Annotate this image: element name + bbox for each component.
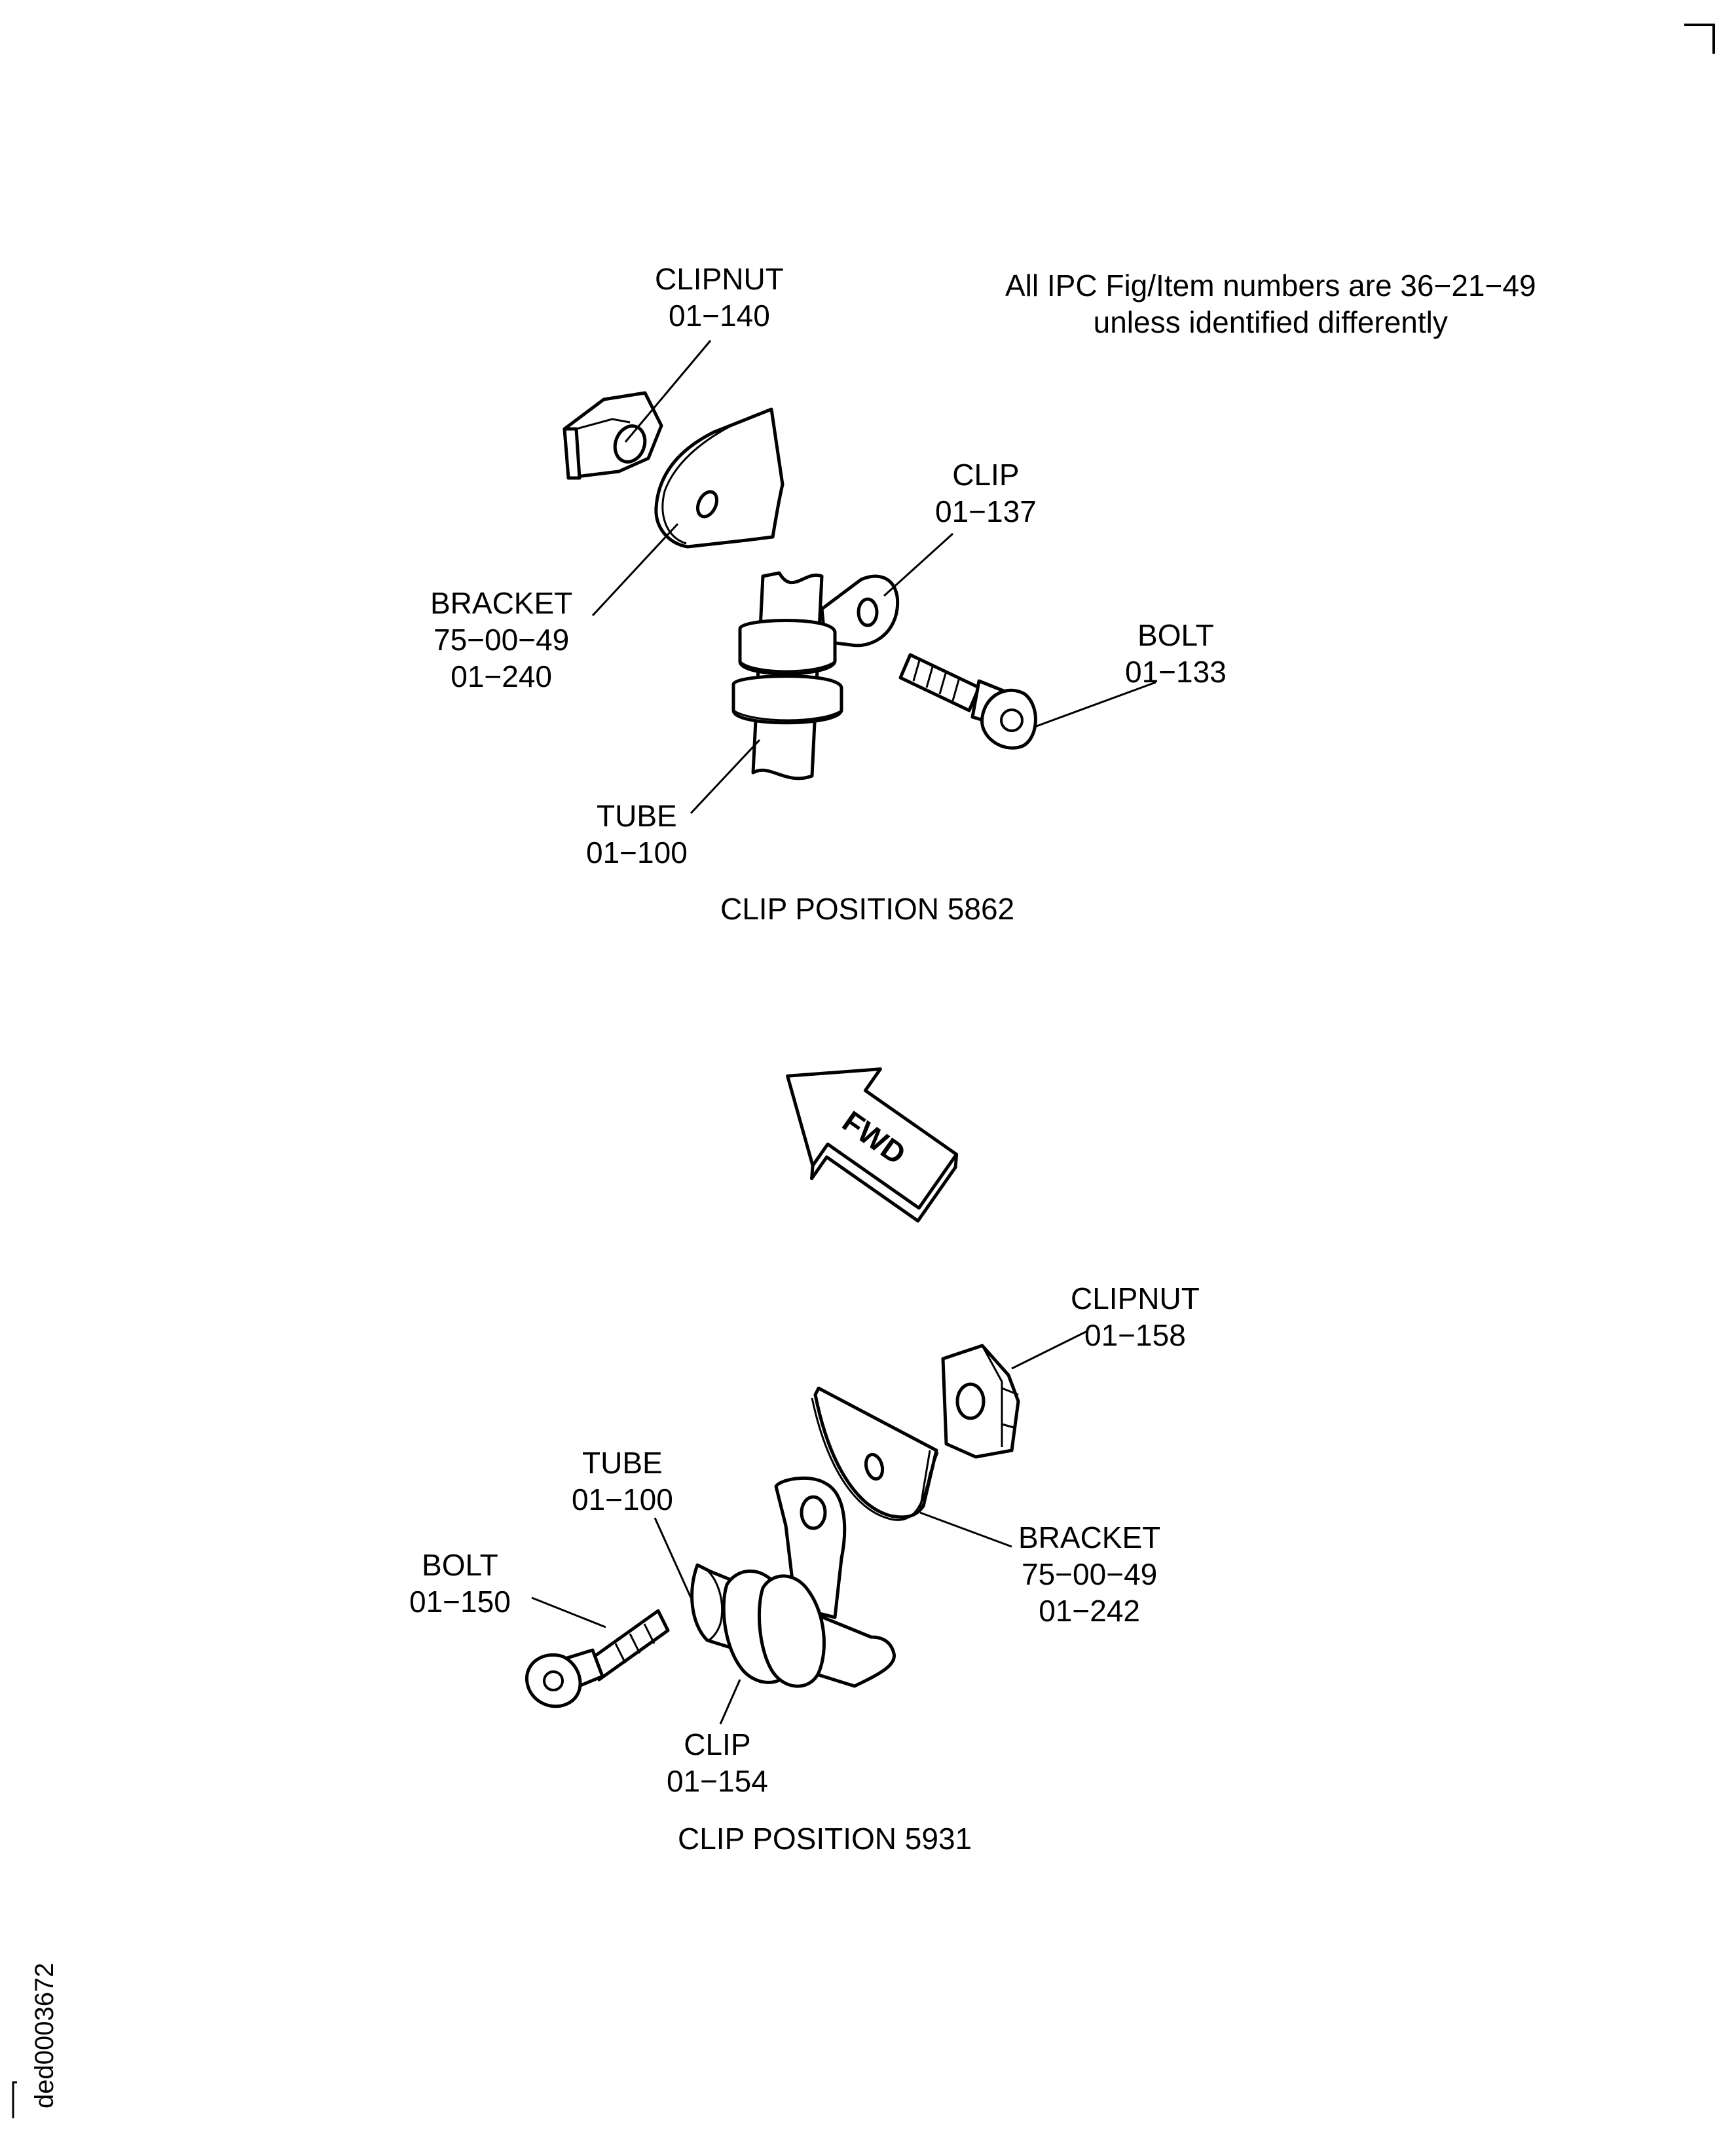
- leader-clip-bottom: [719, 1679, 741, 1725]
- bracket-bottom-ref: 75−00−49: [1022, 1557, 1158, 1591]
- leader-bracket-bottom: [919, 1511, 1012, 1548]
- clip-bottom-number: 01−154: [667, 1764, 768, 1798]
- bolt-top-name: BOLT: [1137, 618, 1214, 652]
- label-clip-bottom: CLIP 01−154: [667, 1726, 768, 1799]
- leader-tube-top: [690, 739, 761, 815]
- tube-bottom-number: 01−100: [572, 1482, 673, 1517]
- bolt-bottom-number: 01−150: [409, 1585, 511, 1619]
- leader-clip-top: [883, 532, 954, 597]
- bracket-bottom: [811, 1386, 939, 1521]
- leader-clipnut-top: [624, 340, 712, 443]
- bracket-bottom-name: BRACKET: [1018, 1520, 1161, 1555]
- tube-bottom-name: TUBE: [582, 1446, 663, 1480]
- clipnut-bottom-name: CLIPNUT: [1071, 1281, 1200, 1315]
- bolt-top: [898, 653, 1037, 750]
- clip-top: [731, 574, 900, 725]
- label-bolt-bottom: BOLT 01−150: [409, 1547, 511, 1620]
- clipnut-top-name: CLIPNUT: [655, 262, 784, 296]
- leader-bolt-bottom: [531, 1596, 606, 1628]
- ipc-note: All IPC Fig/Item numbers are 36−21−49 un…: [1005, 267, 1536, 340]
- tube-bottom: [690, 1563, 896, 1688]
- label-tube-bottom: TUBE 01−100: [572, 1444, 673, 1518]
- label-bracket-bottom: BRACKET 75−00−49 01−242: [1018, 1519, 1160, 1629]
- label-clipnut-bottom: CLIPNUT 01−158: [1071, 1280, 1200, 1353]
- tube-top-name: TUBE: [597, 799, 677, 833]
- document-id: ded0003672: [30, 1962, 59, 2108]
- clipnut-top-number: 01−140: [669, 299, 770, 333]
- doc-id-mark: [12, 2081, 17, 2118]
- bracket-top-number: 01−240: [451, 659, 553, 693]
- ipc-note-line2: unless identified differently: [1093, 305, 1448, 339]
- bolt-bottom-name: BOLT: [422, 1548, 498, 1582]
- clipnut-bottom: [941, 1344, 1020, 1459]
- clipnut-bottom-number: 01−158: [1084, 1318, 1186, 1352]
- leader-clipnut-bottom: [1011, 1330, 1088, 1370]
- crop-mark: [1684, 24, 1715, 54]
- label-tube-top: TUBE 01−100: [586, 798, 688, 871]
- clip-top-number: 01−137: [935, 494, 1037, 528]
- caption-bottom: CLIP POSITION 5931: [678, 1822, 972, 1856]
- clip-bottom-name: CLIP: [684, 1727, 751, 1761]
- bracket-top: [654, 407, 785, 549]
- fwd-arrow: FWD: [786, 1067, 959, 1223]
- label-bracket-top: BRACKET 75−00−49 01−240: [430, 585, 572, 695]
- leader-tube-bottom: [654, 1517, 692, 1598]
- bolt-bottom: [525, 1609, 670, 1708]
- tube-top-number: 01−100: [586, 836, 688, 870]
- leader-bracket-top: [591, 523, 679, 617]
- label-clipnut-top: CLIPNUT 01−140: [655, 261, 784, 334]
- caption-top: CLIP POSITION 5862: [720, 892, 1015, 926]
- bracket-bottom-number: 01−242: [1039, 1594, 1141, 1628]
- label-clip-top: CLIP 01−137: [935, 456, 1037, 530]
- clipnut-top: [563, 391, 663, 480]
- bolt-top-number: 01−133: [1125, 655, 1227, 689]
- bracket-top-name: BRACKET: [430, 586, 573, 620]
- leader-bolt-top: [1034, 681, 1156, 728]
- ipc-note-line1: All IPC Fig/Item numbers are 36−21−49: [1005, 268, 1536, 303]
- bracket-top-ref: 75−00−49: [434, 623, 570, 657]
- clip-top-name: CLIP: [952, 458, 1020, 492]
- label-bolt-top: BOLT 01−133: [1125, 617, 1227, 690]
